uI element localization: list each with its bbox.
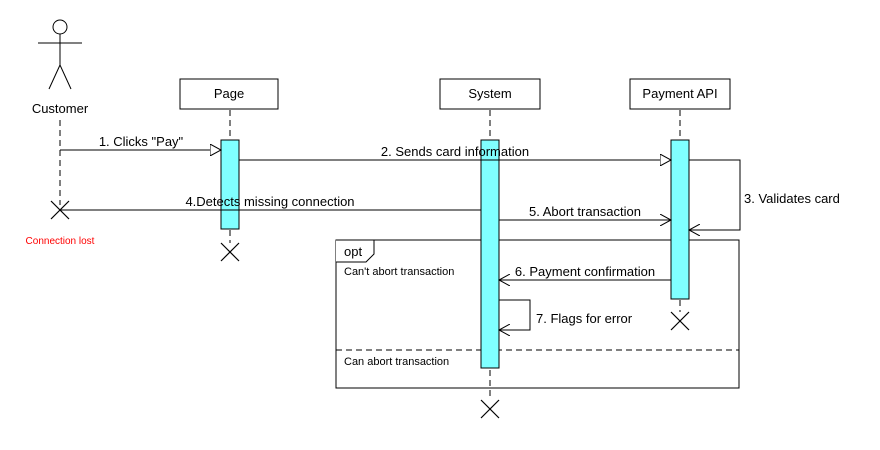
message-1-label: 1. Clicks "Pay"	[99, 134, 184, 149]
destroy-payment-icon	[670, 311, 690, 331]
connection-lost-note: Connection lost	[26, 236, 95, 247]
lifeline-payment-label: Payment API	[642, 86, 717, 101]
message-3-label: 3. Validates card	[744, 191, 840, 206]
activation-page	[220, 139, 240, 230]
stick-figure-icon	[38, 19, 82, 90]
actor-customer: Customer	[32, 19, 89, 116]
message-7-label: 7. Flags for error	[536, 311, 633, 326]
message-7-arrow	[499, 299, 531, 330]
lifeline-system-box	[439, 78, 541, 110]
destroy-customer-icon	[50, 200, 70, 220]
lifeline-page: Page	[179, 78, 279, 110]
opt-fragment-tab	[336, 239, 375, 263]
opt-fragment-frame	[335, 239, 740, 389]
activation-system	[480, 139, 500, 369]
lifeline-page-box	[179, 78, 279, 110]
lifeline-page-label: Page	[214, 86, 244, 101]
lifeline-payment-box	[629, 78, 731, 110]
message-4-label: 4.Detects missing connection	[185, 194, 354, 209]
activation-payment	[670, 139, 690, 300]
opt-guard-can-abort: Can abort transaction	[344, 356, 449, 368]
actor-customer-label: Customer	[32, 101, 89, 116]
destroy-system-icon	[480, 399, 500, 419]
opt-fragment: opt Can't abort transaction Can abort tr…	[335, 239, 740, 389]
message-5-label: 5. Abort transaction	[529, 204, 641, 219]
opt-fragment-operator: opt	[344, 244, 362, 259]
lifeline-system-label: System	[468, 86, 511, 101]
message-2-label: 2. Sends card information	[381, 144, 529, 159]
lifeline-system: System	[439, 78, 541, 110]
lifeline-payment-api: Payment API	[629, 78, 731, 110]
opt-guard-cant-abort: Can't abort transaction	[344, 266, 454, 278]
message-3-arrow	[689, 159, 741, 230]
message-6-label: 6. Payment confirmation	[515, 264, 655, 279]
destroy-page-icon	[220, 242, 240, 262]
